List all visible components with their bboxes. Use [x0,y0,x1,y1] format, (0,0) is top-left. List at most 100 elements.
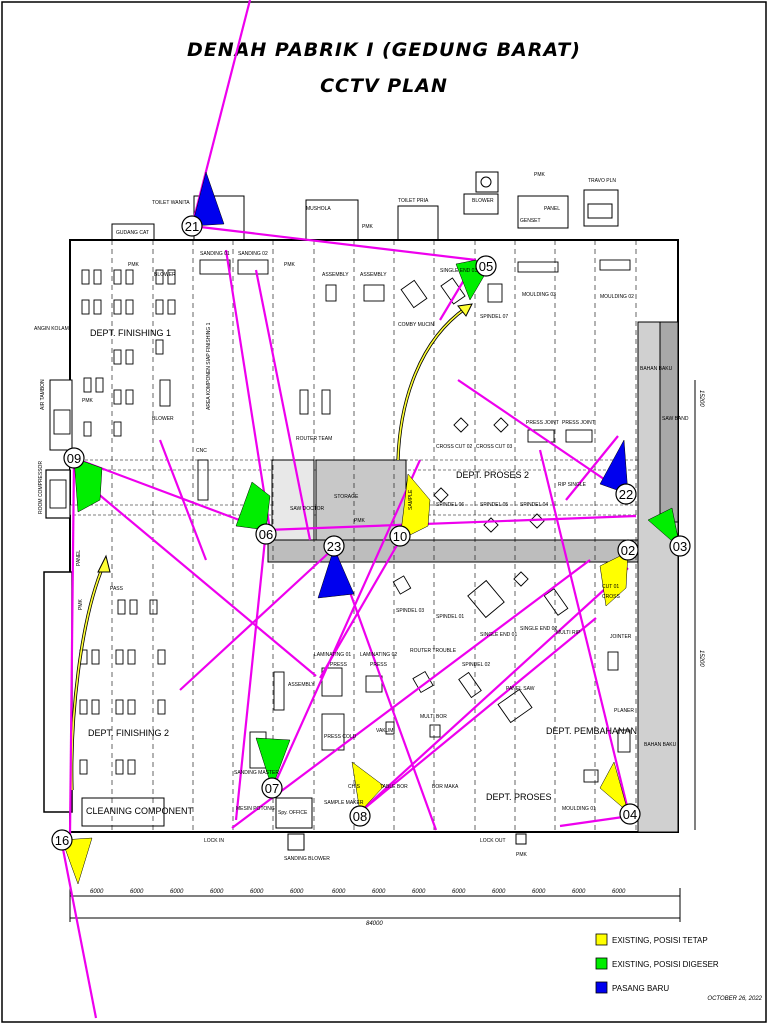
svg-text:BAHAN BAKU: BAHAN BAKU [644,742,677,748]
svg-text:PRESS: PRESS [370,662,388,668]
svg-text:15200: 15200 [698,650,704,667]
cleaning-component: CLEANING COMPONENT [86,806,194,816]
svg-text:6000: 6000 [572,889,586,895]
legend-label-tetap: EXISTING, POSISI TETAP [612,936,708,945]
svg-text:SPINDEL 01: SPINDEL 01 [436,614,464,620]
dept-proses: DEPT. PROSES [486,792,552,802]
svg-text:16: 16 [55,833,69,848]
svg-text:SAMPLE: SAMPLE [408,489,414,510]
svg-text:6000: 6000 [250,889,264,895]
svg-text:BAHAN BAKU: BAHAN BAKU [640,366,673,372]
svg-text:PMK: PMK [534,172,546,178]
camera-10[interactable]: 10 [389,525,411,547]
svg-text:SPINDEL 03: SPINDEL 03 [396,608,424,614]
svg-text:PMK: PMK [516,852,528,858]
sector-22 [599,439,629,495]
svg-text:AREA KOMPONEN SIAP FINISHING 1: AREA KOMPONEN SIAP FINISHING 1 [206,322,212,410]
sector-16 [61,837,93,885]
title-line1: DENAH PABRIK I (GEDUNG BARAT) [187,39,581,61]
svg-text:04: 04 [623,807,637,822]
area-labels: TOILET WANITA TOILET PRIA GUDANG CAT MUS… [34,172,689,862]
svg-text:05: 05 [479,259,493,274]
svg-text:PLANER: PLANER [614,708,634,714]
dept-finishing-1: DEPT. FINISHING 1 [90,328,171,338]
svg-text:6000: 6000 [452,889,466,895]
camera-sectors [61,171,681,885]
svg-text:23: 23 [327,539,341,554]
svg-text:03: 03 [673,539,687,554]
date-stamp: OCTOBER 26, 2022 [707,996,762,1002]
machines [49,259,631,783]
svg-text:02: 02 [621,543,635,558]
camera-04[interactable]: 04 [619,803,641,825]
sector-07 [255,737,291,789]
svg-text:SAW BAND: SAW BAND [662,416,689,422]
svg-text:ROOM COMPRESSOR: ROOM COMPRESSOR [38,461,44,514]
sector-09 [73,457,103,513]
svg-text:PRESS JOINT: PRESS JOINT [562,420,595,426]
svg-text:6000: 6000 [492,889,506,895]
camera-16[interactable]: 16 [51,829,73,851]
svg-text:PMK: PMK [284,262,296,268]
title-line2: CCTV PLAN [320,75,448,97]
svg-text:MOULDING 03: MOULDING 03 [522,292,556,298]
svg-text:PANEL: PANEL [544,206,560,212]
svg-text:ROUTER TROUBLE: ROUTER TROUBLE [410,648,457,654]
building [43,171,679,851]
svg-text:VAKUM: VAKUM [376,728,393,734]
svg-text:BLOWER: BLOWER [152,416,174,422]
svg-text:CROSS CUT 03: CROSS CUT 03 [476,444,513,450]
svg-text:6000: 6000 [612,889,626,895]
svg-text:STORAGE: STORAGE [334,494,359,500]
camera-03[interactable]: 03 [669,535,691,557]
svg-text:CHIS: CHIS [348,784,361,790]
svg-text:6000: 6000 [210,889,224,895]
svg-text:6000: 6000 [290,889,304,895]
svg-text:BOR MAKA: BOR MAKA [432,784,459,790]
svg-text:MOULDING 01: MOULDING 01 [562,806,596,812]
camera-05[interactable]: 05 [475,255,497,277]
legend: EXISTING, POSISI TETAP EXISTING, POSISI … [595,933,719,994]
svg-text:PMK: PMK [82,398,94,404]
svg-text:ASSEMBLY: ASSEMBLY [360,272,387,278]
svg-text:SPINDEL 07: SPINDEL 07 [480,314,508,320]
svg-text:SPINDEL 05: SPINDEL 05 [480,502,508,508]
svg-text:84000: 84000 [366,921,383,927]
svg-text:PRESS: PRESS [330,662,348,668]
camera-06[interactable]: 06 [255,523,277,545]
camera-markers[interactable]: 21 05 09 06 10 22 02 03 23 07 08 04 16 [51,215,691,851]
svg-text:MESIN POTONG: MESIN POTONG [236,806,275,812]
dept-labels: DEPT. FINISHING 1 DEPT. FINISHING 2 DEPT… [86,328,637,816]
legend-swatch-baru [595,981,608,994]
camera-09[interactable]: 09 [63,447,85,469]
svg-text:TRAVO PLN: TRAVO PLN [588,178,616,184]
svg-text:SPINDEL 02: SPINDEL 02 [462,662,490,668]
dept-pembahanan: DEPT. PEMBAHANAN [546,726,637,736]
svg-text:21: 21 [185,219,199,234]
camera-22[interactable]: 22 [615,483,637,505]
svg-text:SANDING MASTER: SANDING MASTER [234,770,279,776]
camera-02[interactable]: 02 [617,539,639,561]
arrow-head-left [97,554,111,573]
svg-text:ANGIN KOLAM: ANGIN KOLAM [34,326,69,332]
svg-text:JOINTER: JOINTER [610,634,632,640]
svg-text:PMK: PMK [78,599,84,611]
svg-text:PMK: PMK [354,518,366,524]
svg-text:6000: 6000 [412,889,426,895]
svg-text:TABLE BOR: TABLE BOR [380,784,408,790]
camera-21[interactable]: 21 [181,215,203,237]
sector-23 [317,547,355,599]
legend-swatch-digeser [595,957,608,970]
svg-text:SINGLE END 02: SINGLE END 02 [520,626,557,632]
sector-08 [351,761,385,813]
svg-text:CROSS: CROSS [602,594,620,600]
svg-text:LOCK OUT: LOCK OUT [480,838,506,844]
camera-08[interactable]: 08 [349,805,371,827]
svg-text:22: 22 [619,487,633,502]
svg-text:6000: 6000 [532,889,546,895]
camera-23[interactable]: 23 [323,535,345,557]
svg-text:SPINDEL 06: SPINDEL 06 [436,502,464,508]
sector-06 [235,481,271,531]
camera-07[interactable]: 07 [261,777,283,799]
svg-text:PRESS JOINT: PRESS JOINT [526,420,559,426]
